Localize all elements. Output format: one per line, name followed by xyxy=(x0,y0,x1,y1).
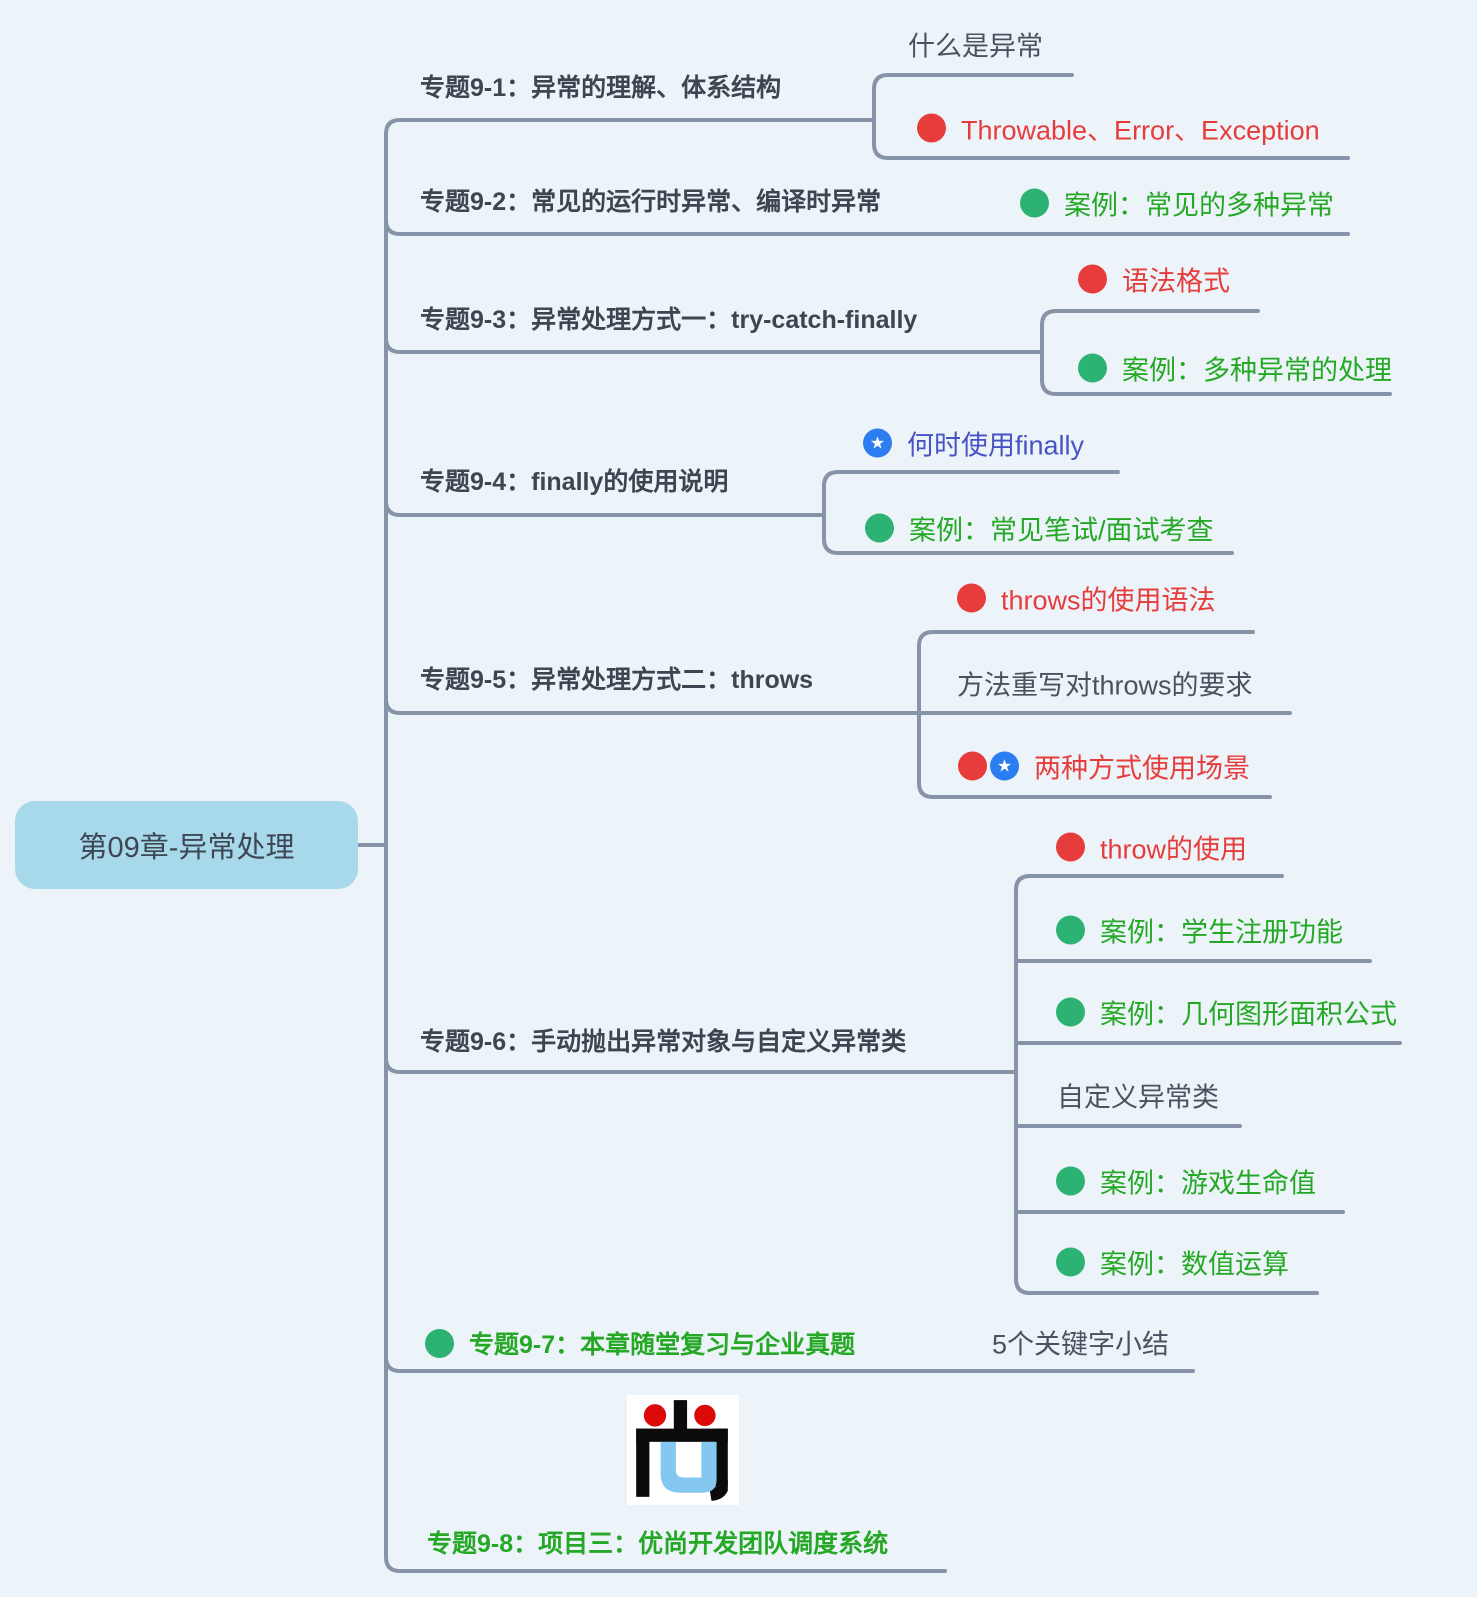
node-custom-exception-class[interactable]: 自定义异常类 xyxy=(1057,1076,1219,1115)
branch-topic-9-2[interactable]: 专题9-2：常见的运行时异常、编译时异常 xyxy=(420,182,881,218)
node-custom-exception-class-label: 自定义异常类 xyxy=(1057,1082,1219,1113)
node-case-written-interview-label: 案例：常见笔试/面试考查 xyxy=(909,515,1214,546)
root-label: 第09章-异常处理 xyxy=(78,832,295,864)
branch-topic-9-2-label: 专题9-2：常见的运行时异常、编译时异常 xyxy=(420,188,882,216)
node-throwable-error-exception[interactable]: Throwable、Error、Exception xyxy=(917,109,1320,148)
green-dot-icon xyxy=(1056,1166,1085,1196)
connector-branch-9-7 xyxy=(384,1355,1195,1373)
node-throw-usage[interactable]: throw的使用 xyxy=(1056,828,1247,867)
node-case-common-exceptions-label: 案例：常见的多种异常 xyxy=(1064,190,1334,221)
branch-topic-9-7-label: 专题9-7：本章随堂复习与企业真题 xyxy=(469,1331,856,1359)
node-when-use-finally[interactable]: ★ 何时使用finally xyxy=(863,424,1084,463)
branch-topic-9-8[interactable]: 专题9-8：项目三：优尚开发团队调度系统 xyxy=(427,1524,888,1560)
node-case-multi-exception-handling[interactable]: 案例：多种异常的处理 xyxy=(1078,349,1392,388)
connector-bracket-9-1 xyxy=(872,73,1350,160)
red-dot-icon xyxy=(1078,264,1107,294)
branch-topic-9-6-label: 专题9-6：手动抛出异常对象与自定义异常类 xyxy=(420,1028,907,1056)
node-case-written-interview[interactable]: 案例：常见笔试/面试考查 xyxy=(865,509,1214,548)
green-dot-icon xyxy=(1056,1247,1085,1277)
connector-branch-9-5 xyxy=(384,697,1292,715)
node-five-keywords-summary[interactable]: 5个关键字小结 xyxy=(992,1323,1169,1362)
node-throws-syntax[interactable]: throws的使用语法 xyxy=(957,579,1216,618)
node-two-ways-usage-scene[interactable]: ★ 两种方式使用场景 xyxy=(958,747,1250,786)
node-what-is-exception-label: 什么是异常 xyxy=(908,31,1043,62)
node-case-multi-exception-handling-label: 案例：多种异常的处理 xyxy=(1122,355,1392,386)
branch-topic-9-8-label: 专题9-8：项目三：优尚开发团队调度系统 xyxy=(427,1530,889,1558)
node-five-keywords-summary-label: 5个关键字小结 xyxy=(992,1329,1170,1360)
connector-bracket-9-4 xyxy=(822,470,1234,555)
green-dot-icon xyxy=(1056,915,1085,945)
node-two-ways-usage-scene-label: 两种方式使用场景 xyxy=(1034,753,1250,784)
connector-branch-9-6 xyxy=(384,1056,1018,1074)
root-node[interactable]: 第09章-异常处理 xyxy=(15,801,358,889)
node-case-geometry-area[interactable]: 案例：几何图形面积公式 xyxy=(1056,993,1397,1032)
connector-branch-9-2 xyxy=(384,218,1350,236)
green-dot-icon xyxy=(1056,997,1085,1027)
red-dot-icon xyxy=(958,751,987,781)
green-dot-icon xyxy=(1078,353,1107,383)
connector-bracket-9-6 xyxy=(1014,874,1319,1295)
blue-star-icon: ★ xyxy=(863,428,892,458)
node-case-game-hp-label: 案例：游戏生命值 xyxy=(1100,1168,1316,1199)
node-throw-usage-label: throw的使用 xyxy=(1100,834,1248,865)
node-syntax-format[interactable]: 语法格式 xyxy=(1078,260,1230,299)
connector-bracket-9-5 xyxy=(917,630,1272,799)
atguigu-shang-logo xyxy=(627,1395,739,1505)
green-dot-icon xyxy=(865,513,894,543)
node-throws-syntax-label: throws的使用语法 xyxy=(1001,585,1216,616)
connector-bracket-9-3 xyxy=(1040,309,1392,396)
branch-topic-9-1-label: 专题9-1：异常的理解、体系结构 xyxy=(420,74,782,102)
blue-star-icon: ★ xyxy=(990,751,1019,781)
green-dot-icon xyxy=(1020,188,1049,218)
branch-topic-9-4-label: 专题9-4：finally的使用说明 xyxy=(420,468,729,496)
node-case-student-register[interactable]: 案例：学生注册功能 xyxy=(1056,911,1343,950)
node-override-throws-rule-label: 方法重写对throws的要求 xyxy=(957,670,1253,701)
red-dot-icon xyxy=(957,583,986,613)
node-case-student-register-label: 案例：学生注册功能 xyxy=(1100,917,1343,948)
node-throwable-error-exception-label: Throwable、Error、Exception xyxy=(961,115,1320,146)
branch-topic-9-4[interactable]: 专题9-4：finally的使用说明 xyxy=(420,462,728,498)
node-syntax-format-label: 语法格式 xyxy=(1122,266,1230,297)
branch-topic-9-5-label: 专题9-5：异常处理方式二：throws xyxy=(420,666,814,694)
green-dot-icon xyxy=(425,1328,454,1358)
node-case-numeric-operation[interactable]: 案例：数值运算 xyxy=(1056,1243,1289,1282)
node-case-geometry-area-label: 案例：几何图形面积公式 xyxy=(1100,999,1397,1030)
branch-topic-9-3[interactable]: 专题9-3：异常处理方式一：try-catch-finally xyxy=(420,300,917,336)
node-when-use-finally-label: 何时使用finally xyxy=(907,430,1085,461)
branch-topic-9-1[interactable]: 专题9-1：异常的理解、体系结构 xyxy=(420,68,781,104)
node-case-game-hp[interactable]: 案例：游戏生命值 xyxy=(1056,1162,1316,1201)
connector-branch-9-3 xyxy=(384,336,1044,354)
connector-branch-9-4 xyxy=(384,499,826,517)
branch-topic-9-6[interactable]: 专题9-6：手动抛出异常对象与自定义异常类 xyxy=(420,1022,906,1058)
node-override-throws-rule[interactable]: 方法重写对throws的要求 xyxy=(957,664,1253,703)
branch-topic-9-5[interactable]: 专题9-5：异常处理方式二：throws xyxy=(420,660,813,696)
red-dot-icon xyxy=(917,113,946,143)
branch-topic-9-7[interactable]: 专题9-7：本章随堂复习与企业真题 xyxy=(425,1325,855,1361)
node-case-common-exceptions[interactable]: 案例：常见的多种异常 xyxy=(1020,184,1334,223)
branch-topic-9-3-label: 专题9-3：异常处理方式一：try-catch-finally xyxy=(420,306,918,334)
node-what-is-exception[interactable]: 什么是异常 xyxy=(908,25,1043,64)
red-dot-icon xyxy=(1056,832,1085,862)
node-case-numeric-operation-label: 案例：数值运算 xyxy=(1100,1249,1289,1280)
